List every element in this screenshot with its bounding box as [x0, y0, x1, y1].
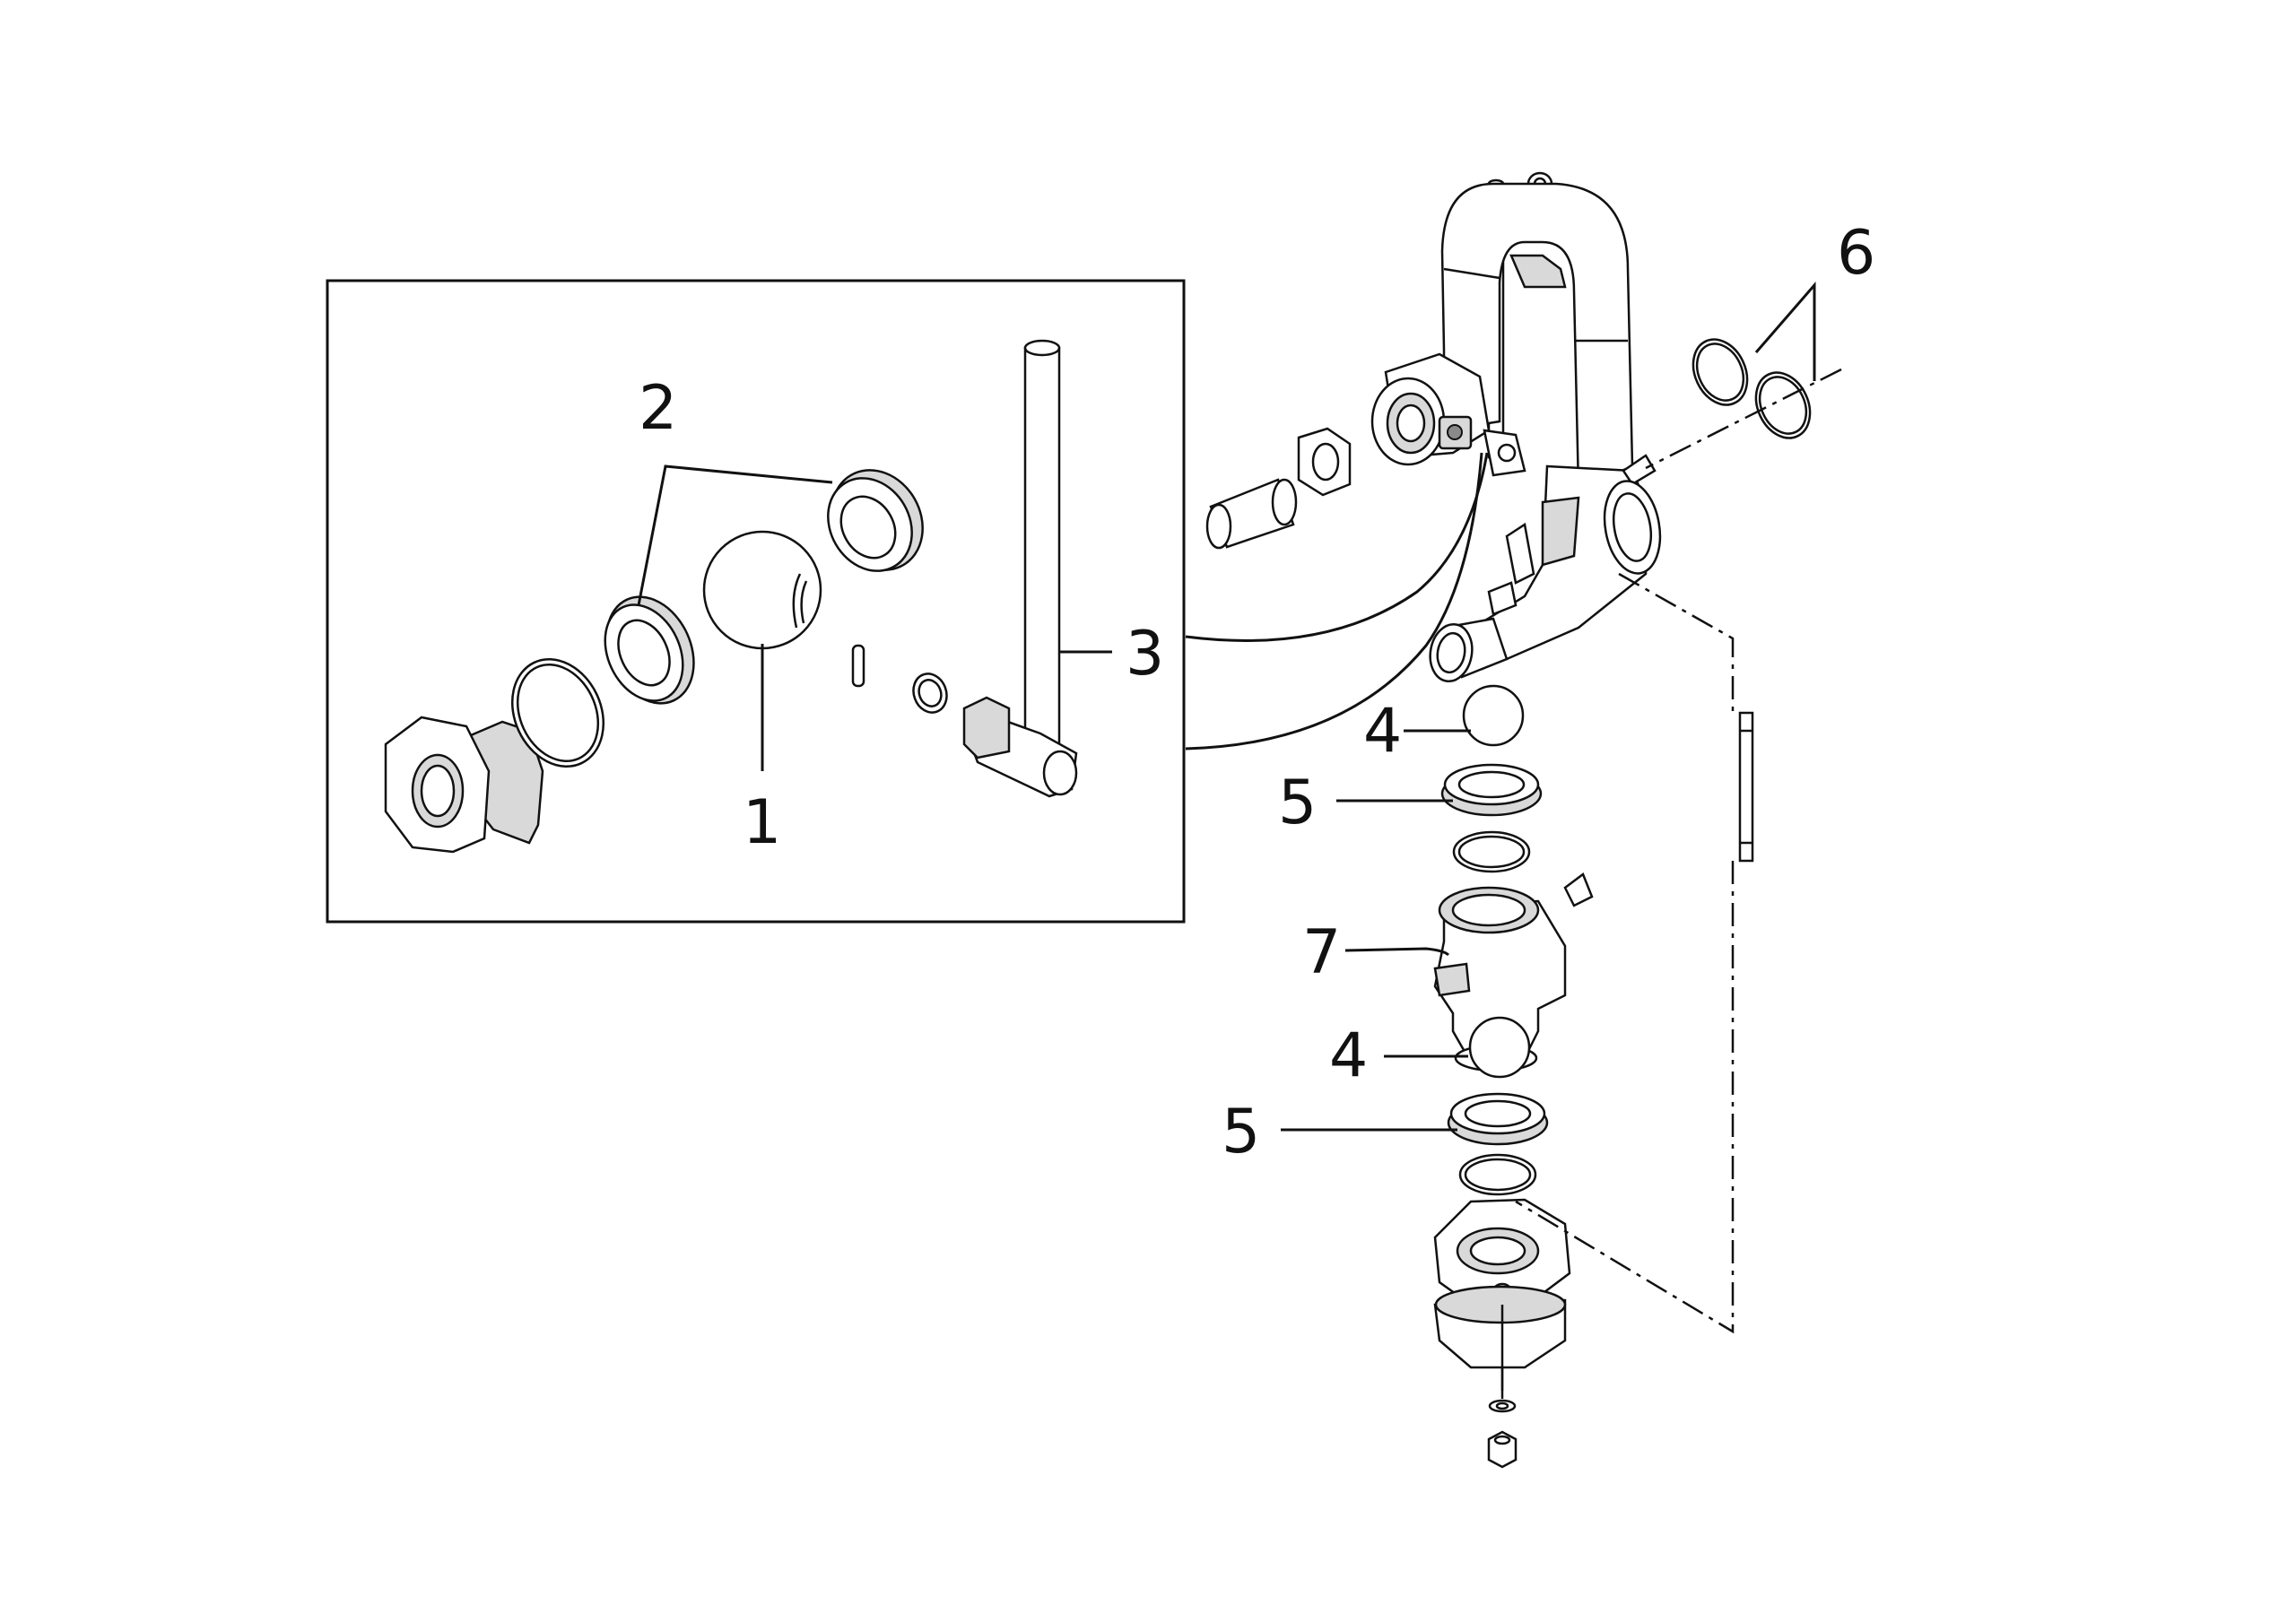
ball-valve-ball: [702, 530, 822, 650]
assembly-axis-lines: [1500, 368, 1842, 1394]
callout-4-upper: 4: [1363, 696, 1402, 767]
hex-nut: [1297, 427, 1352, 497]
small-pin: [851, 644, 865, 688]
callout-7: 7: [1302, 917, 1341, 988]
large-o-ring: [510, 658, 605, 768]
detail-inset-frame: [326, 279, 1186, 924]
callout-6: 6: [1837, 218, 1875, 289]
callout-4-lower: 4: [1329, 1020, 1368, 1091]
small-o-ring: [912, 672, 948, 714]
seat-ring-left: [604, 595, 695, 705]
seat-ring-right: [827, 469, 924, 572]
hex-nut-fitting: [384, 716, 544, 854]
side-port: [1370, 352, 1491, 466]
bottom-housing: [1433, 1198, 1571, 1369]
leader-lines: [637, 281, 1816, 1132]
callout-5-upper: 5: [1278, 768, 1317, 838]
pipe-nipple: [1205, 478, 1298, 550]
o-ring-mid-upper: [1452, 830, 1531, 873]
stud-bolt: [1738, 711, 1754, 863]
seat-lower: [1447, 1092, 1549, 1146]
callout-5-lower: 5: [1222, 1097, 1260, 1167]
o-ring-mid-lower: [1458, 1153, 1537, 1196]
main-housing: [1429, 454, 1662, 683]
u-shaped-pipe: [1440, 182, 1634, 490]
callout-2: 2: [639, 373, 677, 444]
callout-3: 3: [1126, 619, 1164, 690]
check-ball-upper: [1462, 684, 1525, 747]
port-valve-clip: [1438, 415, 1526, 477]
seat-upper: [1440, 763, 1543, 817]
valve-handle-stem: [962, 339, 1078, 798]
callout-1: 1: [743, 787, 781, 858]
check-ball-lower: [1468, 1016, 1531, 1079]
o-rings-pair: [1692, 338, 1812, 439]
